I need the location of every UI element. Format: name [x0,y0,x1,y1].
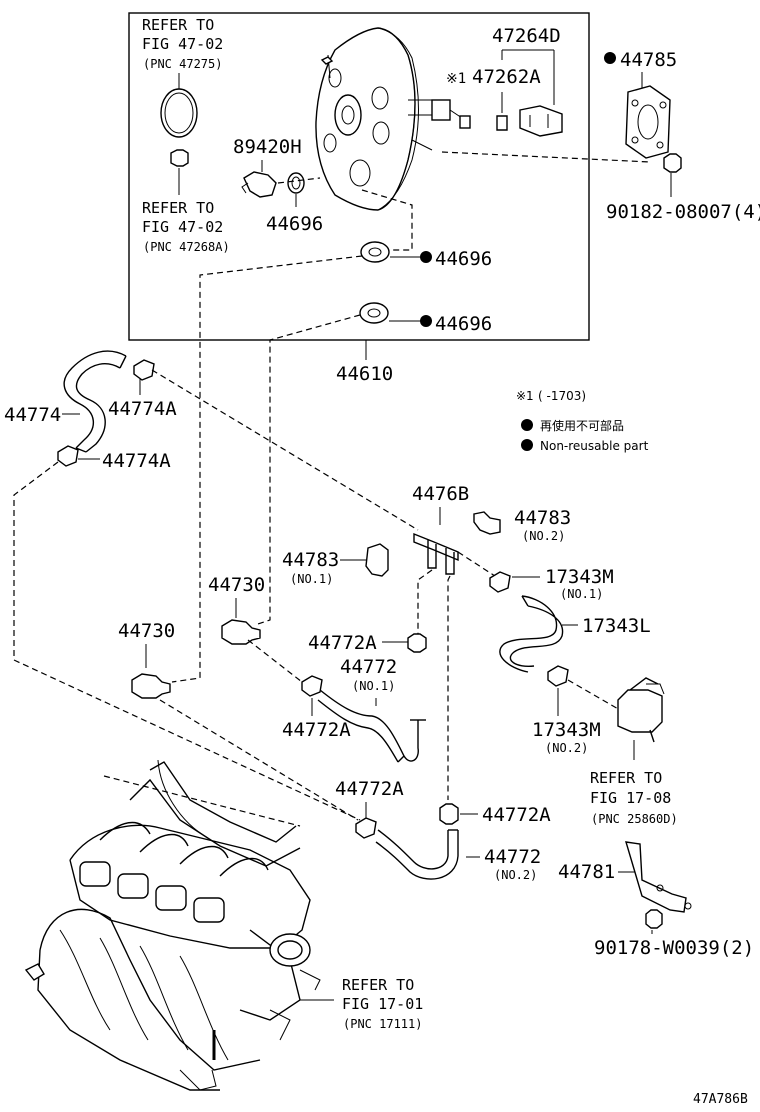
ref2-line1: REFER TO [142,199,214,217]
clamp-44772A-d-icon [439,803,459,825]
clamp-44774A-b-icon [57,445,79,467]
clamp-44774A-a-icon [133,359,155,381]
bracket-44781-icon [625,841,687,913]
pn-17343L: 17343L [582,615,651,637]
ref1-line3: (PNC 47275) [143,57,222,71]
legend-mark1: ※1 [516,389,534,403]
pn-44774: 44774 [4,404,61,426]
mark-47262A: ※1 [446,71,466,87]
figure-id: 47A786B [693,1092,748,1107]
pn-44772A-a: 44772A [308,632,377,654]
ref1-line1: REFER TO [142,16,214,34]
gasket-icon [625,85,671,159]
ref2-line3: (PNC 47268A) [143,240,230,254]
hose-17343L-icon [499,595,564,673]
pn-47262A: 47262A [472,66,541,88]
hose-44774-icon [63,350,127,453]
pn-47264D: 47264D [492,25,561,47]
pn-44772-b-sub: (NO.2) [494,868,537,882]
pn-44730-b: 44730 [118,620,175,642]
pn-90182: 90182-08007(4) [606,201,760,223]
ref4-line2: FIG 17-01 [342,995,423,1013]
ref1-line2: FIG 47-02 [142,35,223,53]
clip-44783-no1-icon [365,543,389,577]
pin-icon [496,115,508,131]
clamp-17343M-no2-icon [547,665,569,687]
pn-44785: 44785 [620,49,677,71]
pn-44772-a-sub: (NO.1) [352,679,395,693]
vsv-valve-icon [617,677,663,743]
clip-bracket-icon [519,105,563,137]
legend-nonreusable-jp: 再使用不可部品 [540,418,624,433]
pn-17343M-b-sub: (NO.2) [545,741,588,755]
o-ring-icon [160,88,198,138]
pn-44772A-b: 44772A [282,719,351,741]
pn-44730-a: 44730 [208,574,265,596]
clamp-17343M-no1-icon [489,571,511,593]
non-reusable-mark [604,52,616,64]
pn-44772-a: 44772 [340,656,397,678]
pn-44772-b: 44772 [484,846,541,868]
pn-44783-a: 44783 [514,507,571,529]
pn-44774A-a: 44774A [108,398,177,420]
clamp-44772A-c-icon [355,817,377,839]
ref3-line3: (PNC 25860D) [591,812,678,826]
pn-44772A-c: 44772A [335,778,404,800]
grommet-icon [170,149,189,167]
grommet-c-icon [359,302,389,324]
brake-booster-icon [315,27,471,211]
ref3-line1: REFER TO [590,769,662,787]
pn-44783-b: 44783 [282,549,339,571]
pn-44783-b-sub: (NO.1) [290,572,333,586]
check-valve-a-icon [221,619,261,645]
pn-44781: 44781 [558,861,615,883]
pn-90178: 90178-W0039(2) [594,937,754,959]
hose-44772-no2-icon [375,829,459,880]
pn-44696-c: 44696 [435,313,492,335]
ref2-line2: FIG 47-02 [142,218,223,236]
pn-44696-b: 44696 [435,248,492,270]
legend-nonreusable-en: Non-reusable part [540,439,649,453]
ref3-line2: FIG 17-08 [590,789,671,807]
nut-90178-icon [645,909,663,929]
ref4-line1: REFER TO [342,976,414,994]
check-valve-b-icon [131,673,171,699]
nut-icon [663,153,682,173]
booster-assembly-frame [128,12,590,341]
clamp-44772A-b-icon [301,675,323,697]
pn-44610: 44610 [336,363,393,385]
legend-mark1-range: ( -1703) [538,389,586,403]
intake-manifold-icon [24,759,321,1091]
clip-44783-no2-icon [473,511,501,535]
tee-fitting-icon [413,532,459,575]
pn-17343M-b: 17343M [532,719,601,741]
pn-44772A-d: 44772A [482,804,551,826]
hose-44772-no1-icon [317,689,419,763]
pn-17343M-a-sub: (NO.1) [560,587,603,601]
pn-4476B: 4476B [412,483,469,505]
clamp-44772A-a-icon [407,633,427,653]
pn-44696-a: 44696 [266,213,323,235]
vacuum-sensor-icon [243,171,277,198]
pn-44783-a-sub: (NO.2) [522,529,565,543]
ref4-line3: (PNC 17111) [343,1017,422,1031]
grommet-b-icon [360,241,390,263]
pn-17343M-a: 17343M [545,566,614,588]
pn-44774A-b: 44774A [102,450,171,472]
pn-89420H: 89420H [233,136,302,158]
